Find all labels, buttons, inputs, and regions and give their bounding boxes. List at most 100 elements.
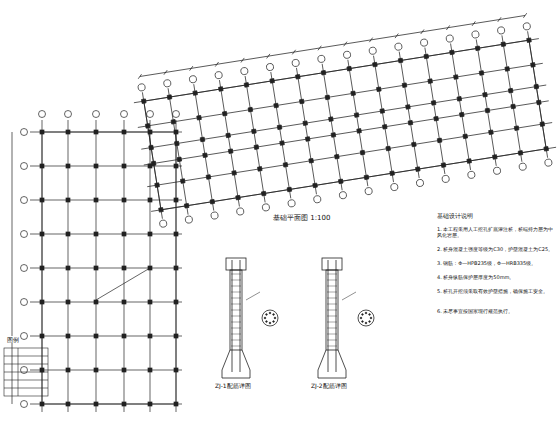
table-row xyxy=(4,364,48,365)
pile-cap xyxy=(228,149,233,154)
pile-cap xyxy=(331,133,336,138)
stirrup xyxy=(327,340,337,341)
stirrup xyxy=(231,274,241,275)
pile-cap xyxy=(66,232,70,236)
stirrup xyxy=(231,304,241,305)
pile-cap xyxy=(66,198,70,202)
pile-cap xyxy=(174,164,178,168)
pile-cap xyxy=(40,368,44,372)
axis-bubble xyxy=(21,163,28,170)
pile-cap xyxy=(66,164,70,168)
grid-line xyxy=(30,302,182,303)
pile-cap xyxy=(94,402,98,406)
diagonal-mark xyxy=(96,268,150,300)
axis-bubble xyxy=(544,159,552,167)
pile-cap xyxy=(94,164,98,168)
axis-bubble xyxy=(39,111,46,118)
rebar-dot xyxy=(365,312,367,314)
axis-bubble xyxy=(497,26,505,34)
axis-bubble xyxy=(369,47,377,55)
axis-bubble xyxy=(343,51,351,59)
block-outline xyxy=(144,40,546,210)
pile-cap xyxy=(148,334,152,338)
axis-bubble xyxy=(121,111,128,118)
pile-cap-section xyxy=(322,258,342,270)
leader-line xyxy=(342,292,356,300)
rebar-dot xyxy=(266,314,268,316)
axis-bubble xyxy=(159,220,167,228)
pile-cap xyxy=(174,198,178,202)
pile-cap xyxy=(514,126,519,131)
axis-bubble xyxy=(313,195,321,203)
dimension-tick xyxy=(394,34,399,39)
stirrup xyxy=(231,334,241,335)
dimension-tick xyxy=(138,74,143,79)
pile-cap xyxy=(175,141,180,146)
pile-cap xyxy=(437,138,442,143)
rebar xyxy=(336,260,337,372)
grid-line xyxy=(30,166,182,167)
pile-cap xyxy=(428,79,433,84)
stirrup xyxy=(327,280,337,281)
pile-cap xyxy=(485,108,490,113)
leader-line xyxy=(246,292,260,300)
axis-bubble xyxy=(262,203,270,211)
plan-title: 基础平面图 1:100 xyxy=(272,214,331,222)
pile-cap xyxy=(122,334,126,338)
axis-bubble xyxy=(416,179,424,187)
axis-bubble xyxy=(365,187,373,195)
rebar xyxy=(232,260,233,372)
grid-line xyxy=(30,268,182,269)
pile-bell xyxy=(222,350,250,378)
rebar xyxy=(240,260,241,372)
pile-cap xyxy=(151,161,156,166)
table-title: 图例 xyxy=(6,336,20,343)
pile-cap xyxy=(390,171,395,176)
pile-cap xyxy=(206,175,211,180)
grid-line xyxy=(322,64,342,190)
pile-cap xyxy=(380,109,385,114)
pile-cap xyxy=(457,97,462,102)
pile-cap xyxy=(236,195,241,200)
pile-cap xyxy=(258,167,263,172)
pile-cap xyxy=(460,112,465,117)
pile-cap xyxy=(280,141,285,146)
axis-bubble xyxy=(185,216,193,224)
pile-cap xyxy=(174,300,178,304)
pile-cap xyxy=(351,91,356,96)
pile-cap xyxy=(200,137,205,142)
detail-title: ZJ-1配筋详图 xyxy=(214,382,252,389)
axis-bubble xyxy=(519,163,527,171)
stirrup xyxy=(327,304,337,305)
pile-cap xyxy=(274,103,279,108)
pile-cap xyxy=(431,101,436,106)
notes-title: 基础设计说明 xyxy=(436,212,474,219)
pile-cap xyxy=(505,67,510,72)
grid-line xyxy=(142,92,162,218)
axis-bubble xyxy=(21,197,28,204)
dimension-tick xyxy=(292,50,297,55)
rebar-dot xyxy=(370,317,372,319)
grid-line xyxy=(528,31,548,157)
grid-line xyxy=(134,39,539,103)
axis-bubble xyxy=(442,175,450,183)
pile-cap xyxy=(424,54,429,59)
pile-cap xyxy=(338,179,343,184)
pile-bell xyxy=(318,350,346,378)
rebar-dot xyxy=(273,314,275,316)
pile-cap xyxy=(155,183,160,188)
pile-cap xyxy=(40,164,44,168)
axis-bubble xyxy=(292,59,300,67)
grid-line xyxy=(451,43,471,169)
pile-cap xyxy=(479,71,484,76)
pile-cap xyxy=(174,402,178,406)
pile-cap xyxy=(148,232,152,236)
pile-cap xyxy=(174,232,178,236)
pile-cap xyxy=(475,46,480,51)
table-row xyxy=(4,372,48,373)
pile-cap xyxy=(122,164,126,168)
pile-cap xyxy=(66,266,70,270)
table-row xyxy=(4,380,48,381)
stirrup xyxy=(231,322,241,323)
pile-cap xyxy=(180,179,185,184)
